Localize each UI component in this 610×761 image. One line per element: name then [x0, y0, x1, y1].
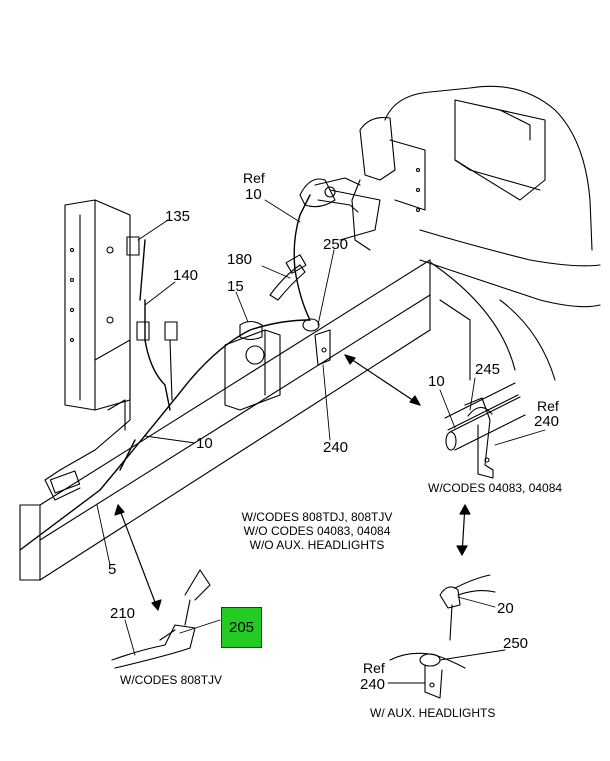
label-210: 210: [110, 605, 136, 622]
label-240-bottom: 240: [360, 676, 386, 693]
top-connectors: [300, 178, 360, 212]
clip-250-center: [303, 319, 330, 365]
caption-center-line-2: W/O CODES 04083, 04084: [243, 524, 391, 538]
connectors-135-140: [127, 237, 177, 400]
caption-right: W/CODES 04083, 04084: [428, 481, 563, 495]
label-250-top: 250: [323, 236, 349, 253]
label-ref-10-top: Ref: [243, 170, 265, 186]
label-140: 140: [173, 267, 199, 284]
label-10-top: 10: [245, 186, 262, 203]
frame-rail: [20, 260, 430, 580]
label-15: 15: [227, 278, 244, 295]
label-245: 245: [475, 361, 501, 378]
engine-bracket: [330, 118, 425, 251]
fender-outline: [385, 86, 600, 380]
right-detail: [445, 383, 525, 478]
arrow-lines: [115, 355, 470, 610]
label-5: 5: [108, 561, 117, 578]
leader-lines: [97, 200, 545, 683]
label-250-bottom: 250: [503, 635, 529, 652]
caption-bottom-right: W/ AUX. HEADLIGHTS: [370, 706, 496, 720]
label-240-mid: 240: [323, 439, 349, 456]
center-bracket: [225, 322, 280, 411]
label-10-right: 10: [428, 373, 445, 390]
label-135: 135: [165, 208, 191, 225]
part-205-hotspot[interactable]: 205: [221, 607, 262, 648]
left-bracket: [45, 200, 130, 500]
label-240-right: 240: [534, 413, 560, 430]
main-harness: [20, 195, 310, 550]
label-10-mid: 10: [196, 435, 213, 452]
bottom-right-detail: [390, 575, 495, 698]
caption-center-line-1: W/CODES 808TDJ, 808TJV: [241, 510, 393, 524]
caption-bottom-left: W/CODES 808TJV: [120, 673, 223, 687]
label-180: 180: [227, 251, 253, 268]
caption-center: W/CODES 808TDJ, 808TJV W/O CODES 04083, …: [232, 510, 402, 552]
caption-center-line-3: W/O AUX. HEADLIGHTS: [249, 538, 385, 552]
label-20: 20: [497, 600, 514, 617]
connector-180: [270, 255, 306, 300]
label-ref-right: Ref: [537, 398, 559, 414]
label-ref-bottom: Ref: [363, 660, 385, 676]
